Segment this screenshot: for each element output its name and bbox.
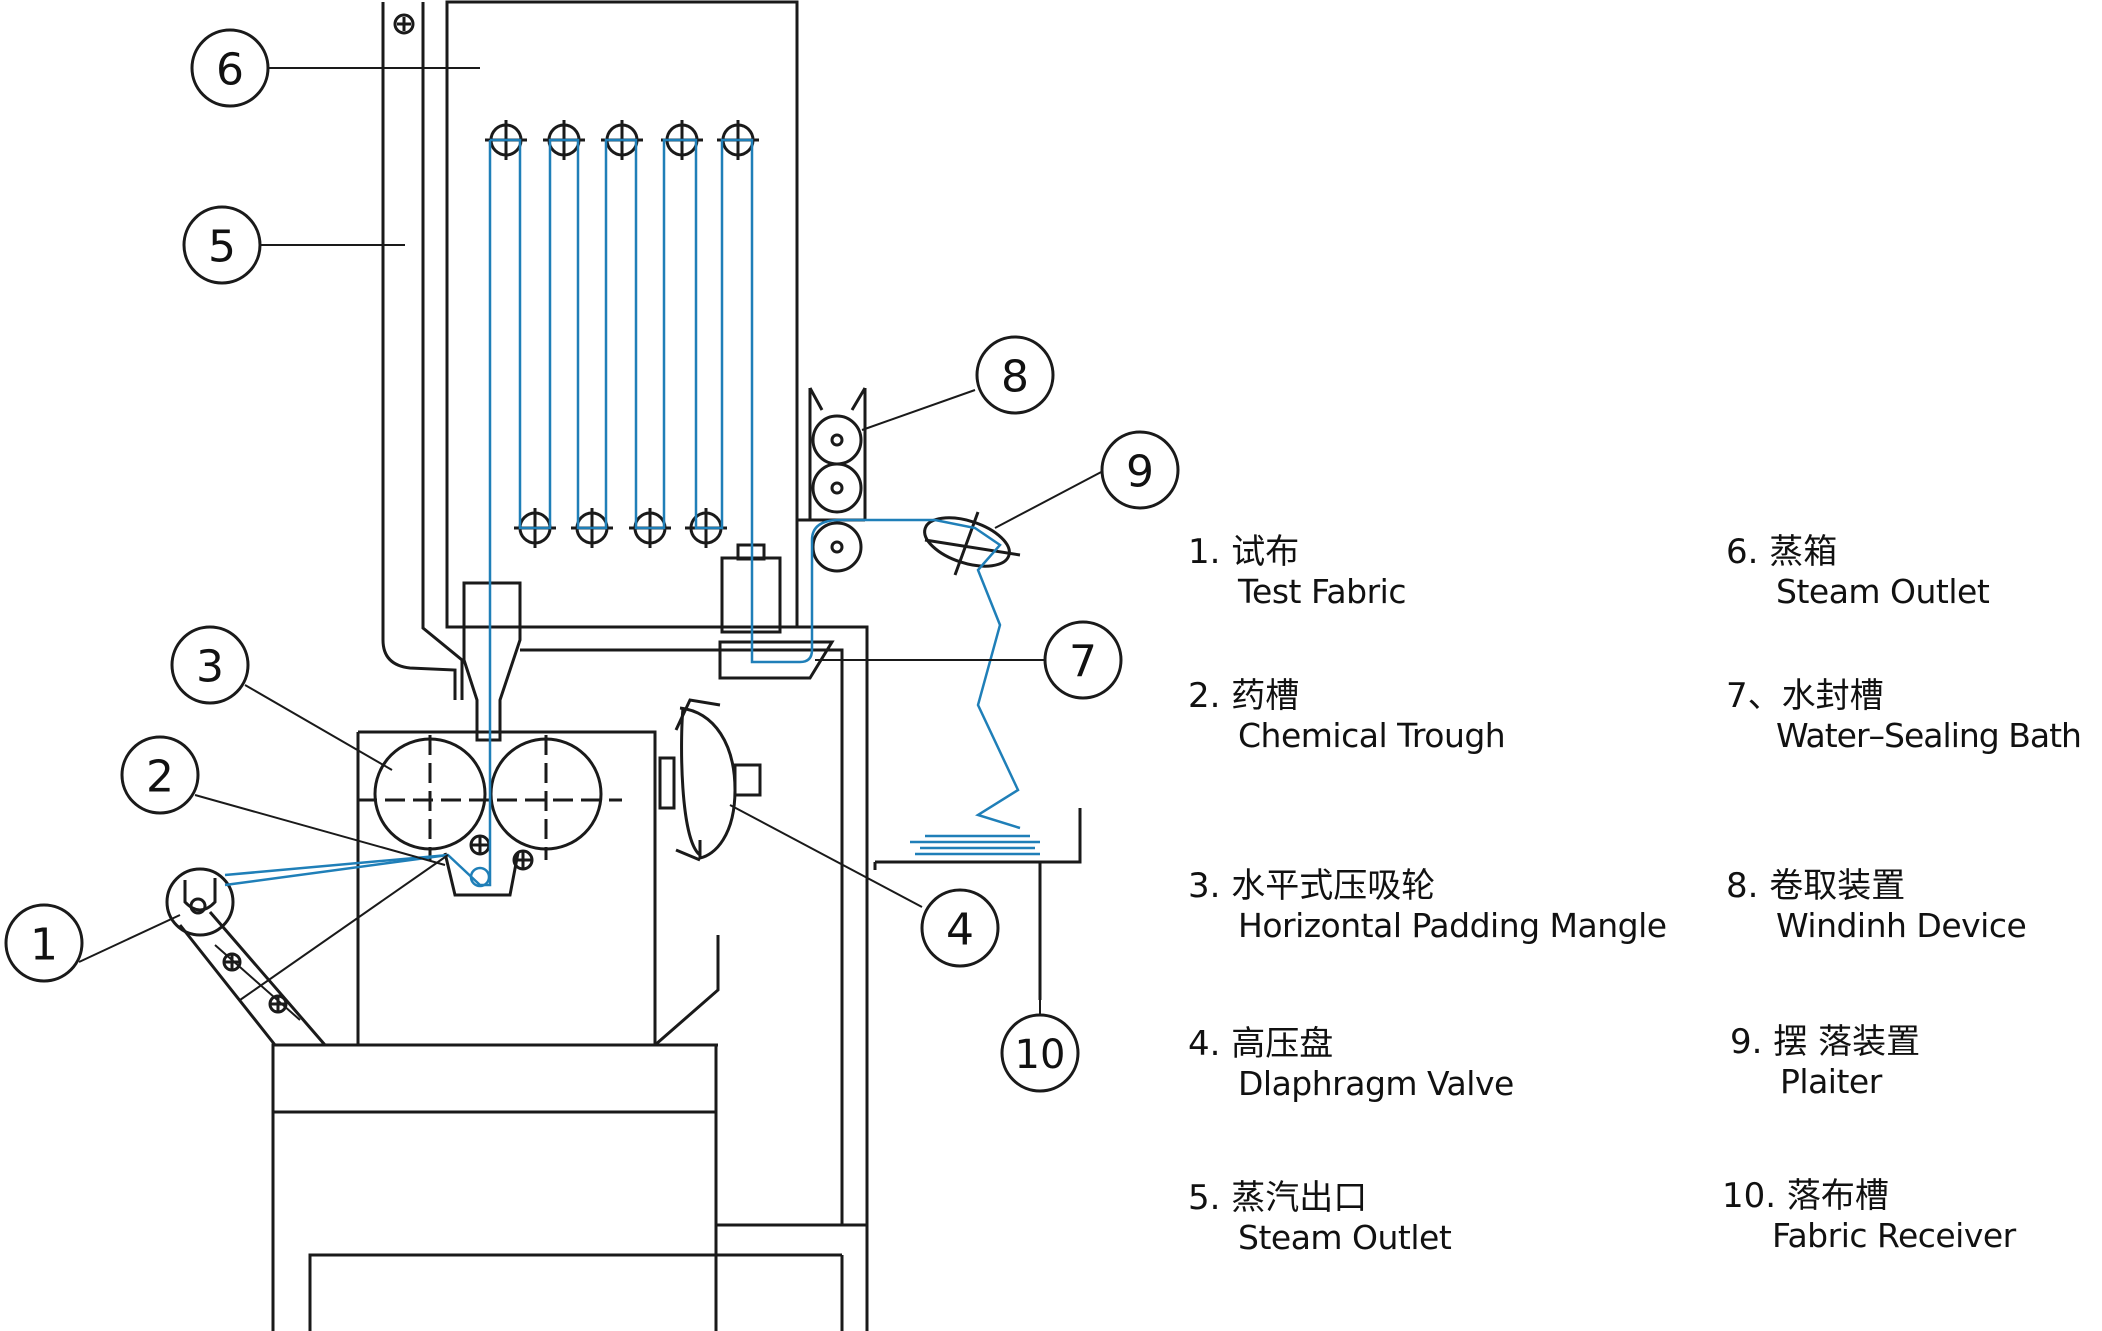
callout-2: [120, 735, 200, 815]
legend-en: Plaiter: [1780, 1062, 1882, 1101]
legend-cn: 蒸箱: [1769, 532, 1838, 572]
legend-en: Fabric Receiver: [1772, 1216, 2016, 1255]
legend-item-7: 7、水封槽 Water–Sealing Bath: [1726, 676, 2082, 756]
steam-box: [445, 0, 799, 629]
legend-en: Horizontal Padding Mangle: [1238, 906, 1667, 945]
steam-outlet-pipe: [381, 2, 464, 700]
legend-cn: 试布: [1231, 532, 1300, 572]
legend-en: Chemical Trough: [1238, 716, 1506, 755]
legend-item-9: 9. 摆 落装置 Plaiter: [1730, 1022, 1920, 1102]
legend-cn: 药槽: [1231, 676, 1300, 716]
fabric-receiver: [875, 808, 1082, 1000]
callout-8-label: 8: [1001, 352, 1029, 403]
callout-7-label: 7: [1069, 637, 1097, 688]
legend-num: 1.: [1188, 532, 1221, 572]
callout-6: [190, 28, 270, 108]
feed-funnel: [462, 581, 522, 742]
water-sealing-bath: [718, 640, 835, 680]
legend-en: Steam Outlet: [1776, 572, 1990, 611]
legend-en: Dlaphragm Valve: [1238, 1064, 1514, 1103]
legend-num: 7、: [1726, 676, 1782, 716]
callout-1: [4, 903, 84, 983]
test-fabric-holder: [165, 867, 327, 1046]
legend-item-1: 1. 试布 Test Fabric: [1188, 532, 1406, 612]
callout-5-label: 5: [208, 222, 236, 273]
legend-item-6: 6. 蒸箱 Steam Outlet: [1726, 532, 1990, 612]
legend-en: Steam Outlet: [1238, 1218, 1452, 1257]
legend-num: 9.: [1730, 1022, 1763, 1062]
callout-3-label: 3: [196, 642, 224, 693]
callout-5: [182, 205, 262, 285]
legend-item-5: 5. 蒸汽出口 Steam Outlet: [1188, 1178, 1452, 1258]
legend-num: 6.: [1726, 532, 1759, 572]
plaiter: [923, 511, 1021, 576]
fabric-path: [224, 138, 1040, 888]
legend-num: 4.: [1188, 1024, 1221, 1064]
callout-2-label: 2: [146, 752, 174, 803]
legend-num: 3.: [1188, 866, 1221, 906]
winding-device: [797, 387, 867, 573]
callout-9-label: 9: [1126, 447, 1154, 498]
callout-10-label: 10: [1015, 1032, 1066, 1078]
legend-num: 10.: [1722, 1176, 1777, 1216]
callout-4: [920, 888, 1000, 968]
legend-en: Test Fabric: [1238, 572, 1406, 611]
pipe-bolt-icon: [393, 13, 415, 35]
base-table: [271, 1043, 718, 1114]
legend-cn: 水平式压吸轮: [1231, 866, 1436, 906]
diaphragm-valve: [658, 698, 762, 862]
callout-6-label: 6: [216, 45, 244, 96]
callout-1-label: 1: [30, 920, 58, 971]
legend-cn: 高压盘: [1231, 1024, 1334, 1064]
callout-10: [1000, 1013, 1080, 1093]
legend-cn: 蒸汽出口: [1231, 1178, 1368, 1218]
legend-cn: 水封槽: [1781, 676, 1884, 716]
legend-item-3: 3. 水平式压吸轮 Horizontal Padding Mangle: [1188, 866, 1667, 946]
legend-cn: 摆 落装置: [1773, 1022, 1921, 1062]
legend-num: 2.: [1188, 676, 1221, 716]
legend-item-8: 8. 卷取装置 Windinh Device: [1726, 866, 2027, 946]
callout-7: [1043, 620, 1123, 700]
legend-en: Water–Sealing Bath: [1776, 716, 2082, 755]
callout-8: [975, 335, 1055, 415]
legend-cn: 卷取装置: [1769, 866, 1906, 906]
legend-item-10: 10. 落布槽 Fabric Receiver: [1722, 1176, 2016, 1256]
legend-num: 8.: [1726, 866, 1759, 906]
callout-3: [170, 625, 250, 705]
mangle-housing: [356, 730, 657, 1045]
legend-num: 5.: [1188, 1178, 1221, 1218]
callout-4-label: 4: [946, 905, 974, 956]
legend-en: Windinh Device: [1776, 906, 2027, 945]
legend-item-4: 4. 高压盘 Dlaphragm Valve: [1188, 1024, 1514, 1104]
callout-9: [1100, 430, 1180, 510]
legend-cn: 落布槽: [1786, 1176, 1889, 1216]
legend-item-2: 2. 药槽 Chemical Trough: [1188, 676, 1506, 756]
